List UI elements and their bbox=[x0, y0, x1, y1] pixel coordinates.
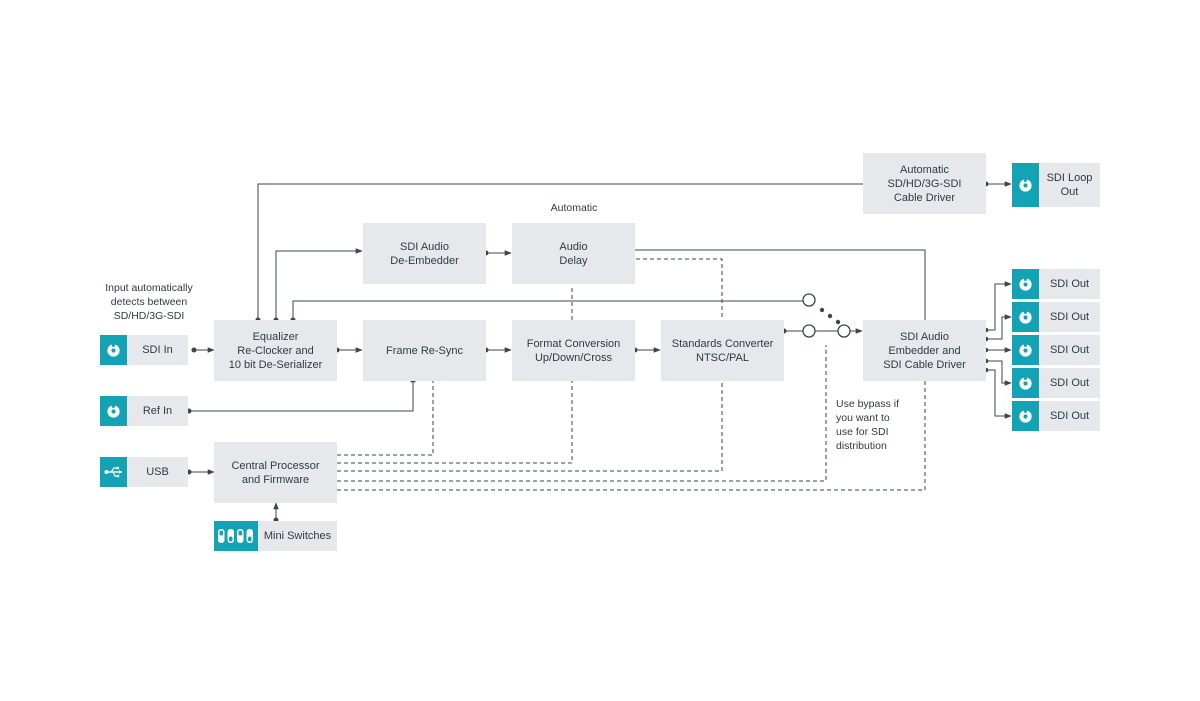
frame-resync-block: Frame Re-Sync bbox=[363, 320, 486, 381]
bnc-connector-icon bbox=[100, 396, 127, 426]
wire-ref-in-to-resync bbox=[189, 375, 416, 412]
switch-pivot bbox=[837, 324, 851, 338]
input-note: Input automatically detects between SD/H… bbox=[105, 282, 193, 322]
embedder-block: SDI Audio Embedder and SDI Cable Driver bbox=[863, 320, 986, 381]
audio-delay-block: Audio Delay bbox=[512, 223, 635, 284]
bnc-connector-icon bbox=[1012, 368, 1039, 398]
wire-delay-to-embedder bbox=[635, 249, 926, 320]
wire-embedder-to-out-2 bbox=[986, 314, 1012, 340]
bnc-connector-icon bbox=[1012, 335, 1039, 365]
usb-icon bbox=[100, 457, 127, 487]
bnc-connector-icon bbox=[100, 335, 127, 365]
switch-contact-normal bbox=[802, 324, 816, 338]
wire-bypass bbox=[292, 300, 803, 320]
wire-embedder-to-out-1 bbox=[986, 281, 1012, 331]
de-embedder-block: SDI Audio De-Embedder bbox=[363, 223, 486, 284]
wire-equalizer-to-de-embedder bbox=[275, 248, 363, 320]
usb-port: USB bbox=[100, 457, 188, 487]
junction-dot bbox=[191, 347, 197, 353]
equalizer-block: Equalizer Re-Clocker and 10 bit De-Seria… bbox=[214, 320, 337, 381]
ref-in-port: Ref In bbox=[100, 396, 188, 426]
bypass-note: Use bypass if you want to use for SDI di… bbox=[836, 398, 900, 452]
mini-switches-port: Mini Switches bbox=[214, 521, 337, 551]
standards-converter-block: Standards Converter NTSC/PAL bbox=[661, 320, 784, 381]
sdi-out-port-5: SDI Out bbox=[1012, 401, 1100, 431]
wire-equalizer-to-cable-driver bbox=[257, 181, 872, 320]
automatic-label: Automatic bbox=[550, 202, 598, 214]
switch-dot-2 bbox=[827, 313, 833, 319]
switch-dot-1 bbox=[819, 307, 825, 313]
sdi-loop-out-port: SDI Loop Out bbox=[1012, 163, 1100, 207]
control-embedder bbox=[337, 380, 926, 491]
sdi-out-port-1: SDI Out bbox=[1012, 269, 1100, 299]
sdi-out-port-2: SDI Out bbox=[1012, 302, 1100, 332]
bnc-connector-icon bbox=[1012, 401, 1039, 431]
switch-dot-3 bbox=[835, 319, 841, 325]
wire-embedder-to-out-4 bbox=[986, 360, 1012, 386]
format-conversion-block: Format Conversion Up/Down/Cross bbox=[512, 320, 635, 381]
wire-embedder-to-out-5 bbox=[986, 369, 1012, 419]
sdi-out-port-4: SDI Out bbox=[1012, 368, 1100, 398]
cable-driver-block: Automatic SD/HD/3G-SDI Cable Driver bbox=[863, 153, 986, 214]
sdi-in-port: SDI In bbox=[100, 335, 188, 365]
control-resync bbox=[337, 380, 434, 456]
dip-switch-icon bbox=[214, 521, 258, 551]
switch-contact-bypass bbox=[802, 293, 816, 307]
sdi-out-port-3: SDI Out bbox=[1012, 335, 1100, 365]
bnc-connector-icon bbox=[1012, 163, 1039, 207]
control-bypass-switch bbox=[337, 345, 827, 482]
cpu-block: Central Processor and Firmware bbox=[214, 442, 337, 503]
bnc-connector-icon bbox=[1012, 302, 1039, 332]
bnc-connector-icon bbox=[1012, 269, 1039, 299]
